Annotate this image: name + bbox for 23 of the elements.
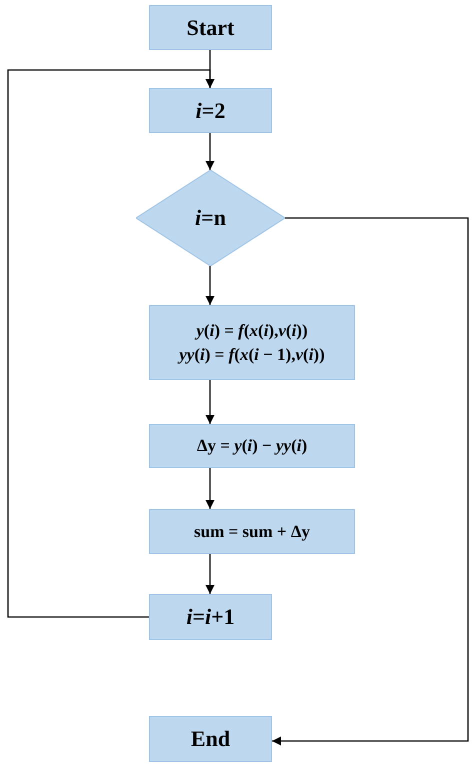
process-box (149, 424, 355, 468)
process-box (149, 594, 272, 640)
process-box (149, 716, 272, 762)
arrow (206, 133, 214, 170)
arrow (7, 69, 214, 618)
formula-text: i=i+1 (186, 604, 235, 630)
arrow (206, 380, 214, 424)
process-box (149, 305, 355, 380)
formula-text: yy(i) = f(x(i − 1),v(i)) (179, 344, 325, 364)
formula-text: Δy = y(i) − yy(i) (196, 436, 308, 456)
formula-text: i=n (195, 205, 226, 231)
process-box (149, 5, 272, 50)
arrow (272, 217, 469, 746)
formula-text: y(i) = f(x(i),v(i)) (196, 320, 308, 340)
process-box (149, 88, 272, 133)
process-box (149, 509, 355, 554)
formula-text: i=2 (196, 98, 226, 124)
formula-text: Start (186, 14, 234, 40)
formula-text: End (190, 726, 230, 752)
formula-text: sum = sum + Δy (194, 522, 310, 542)
arrow (206, 554, 214, 594)
arrow (206, 468, 214, 509)
arrow (206, 266, 214, 305)
